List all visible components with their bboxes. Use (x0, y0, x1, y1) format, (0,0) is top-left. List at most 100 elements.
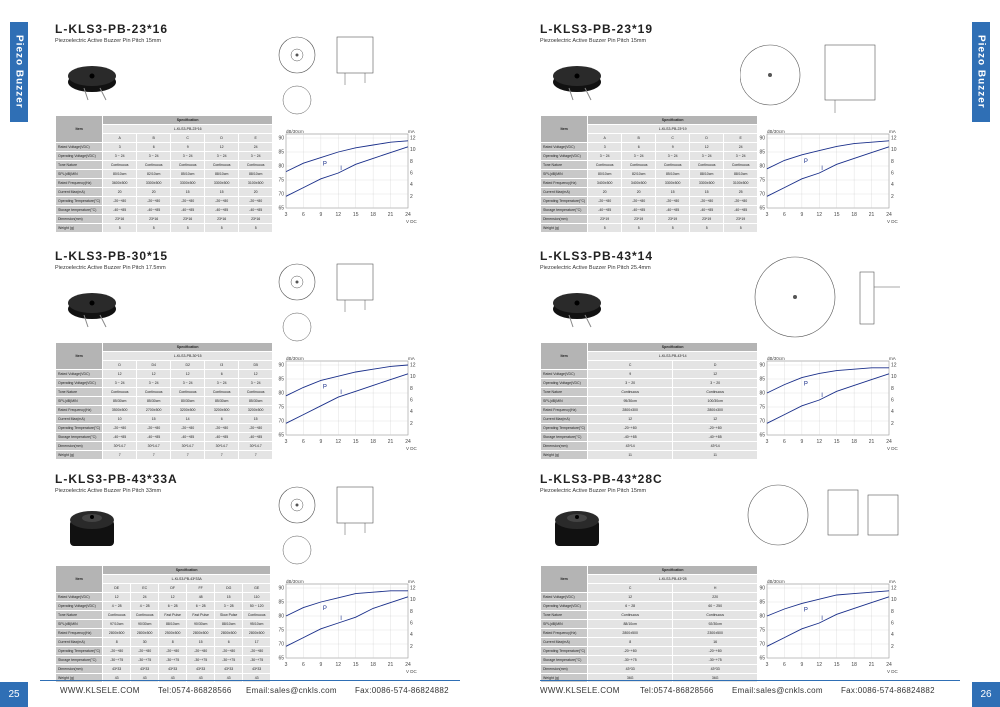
spec-cell: 23*19 (689, 214, 725, 224)
series-line-p (285, 590, 408, 617)
y-left-tick-label: 65 (759, 656, 765, 662)
spec-cell: Continuous (587, 160, 623, 170)
lead-pin (83, 314, 89, 328)
spec-cell: 15 (689, 187, 725, 197)
spec-cell: 12 (587, 592, 674, 602)
y-right-unit: mA (408, 129, 415, 134)
x-unit: V DC (887, 446, 899, 451)
spec-cell: Fast Pulse (186, 610, 216, 620)
spec-model: L-KLS3-PB-43*33A (102, 574, 272, 584)
lead-pin (83, 87, 89, 101)
spec-column-header: D (102, 360, 138, 370)
y-right-tick-label: 2 (891, 421, 894, 427)
y-left-tick-label: 75 (759, 405, 765, 411)
spec-cell: 3100±500 (238, 178, 274, 188)
spec-cell: 3400±500 (587, 178, 623, 188)
spec-cell: 15 (170, 187, 206, 197)
spec-cell: 43 (130, 673, 160, 683)
spec-cell: 15 (655, 187, 691, 197)
spec-cell: -40~+85 (204, 205, 240, 215)
spec-cell: Fast Pulse (158, 610, 188, 620)
dimension-drawing (754, 256, 900, 338)
spec-cell: 3 (102, 142, 138, 152)
spec-cell: 43 (242, 673, 272, 683)
spec-column-header: C (587, 360, 674, 370)
top-view-hole (295, 280, 299, 284)
spec-row-label: Storage temperature(°C) (539, 655, 589, 665)
spec-row-label: Storage temperature(°C) (54, 655, 104, 665)
y-left-tick-label: 80 (759, 614, 765, 620)
y-left-unit: dB/30cm (286, 129, 304, 134)
footer-email-left[interactable]: Email:sales@cnkls.com (246, 686, 337, 695)
spec-cell: 3 ~ 24 (170, 151, 206, 161)
top-view-outline (278, 486, 316, 524)
spec-item-header: Item (54, 342, 104, 370)
spec-cell: Continuous (204, 387, 240, 397)
spec-row-label: Rated Frequency(Hz) (539, 628, 589, 638)
footer-web-right[interactable]: WWW.KLSELE.COM (540, 686, 620, 695)
spec-cell: 3300±500 (204, 178, 240, 188)
y-left-tick-label: 70 (759, 192, 765, 198)
footer-rule-left (40, 680, 460, 681)
spec-cell: -20~+80 (102, 646, 132, 656)
spec-cell: 15 (214, 592, 244, 602)
spec-cell: Continuous (587, 610, 674, 620)
spec-cell: 88/10cm (204, 169, 240, 179)
spec-cell: 88/10cm (587, 619, 674, 629)
bottom-view-outline (282, 312, 312, 342)
spec-row-label: Weight (g) (54, 673, 104, 683)
footer-web-left[interactable]: WWW.KLSELE.COM (60, 686, 140, 695)
y-left-unit: dB/30cm (767, 129, 785, 134)
spec-row-label: Weight (g) (539, 673, 589, 683)
spec-cell: Continuous (242, 610, 272, 620)
spec-row-label: Current Max(mA) (539, 414, 589, 424)
spec-cell: 23*19 (655, 214, 691, 224)
spec-cell: Continuous (238, 387, 274, 397)
footer-email-right[interactable]: Email:sales@cnkls.com (732, 686, 823, 695)
top-view-outline (747, 484, 809, 546)
spec-cell: -30~+75 (130, 655, 160, 665)
y-right-tick-label: 12 (410, 586, 416, 592)
spec-cell: -40~+85 (136, 205, 172, 215)
spec-cell: 3 ~ 24 (204, 378, 240, 388)
product-title: L-KLS3-PB-30*15 (55, 249, 169, 263)
x-tick-label: 6 (302, 662, 305, 668)
x-tick-label: 9 (800, 439, 803, 445)
spec-cell: -20~+80 (130, 646, 160, 656)
spec-cell: 3 ~ 24 (655, 151, 691, 161)
spec-cell: -20~+80 (587, 423, 674, 433)
spec-cell: 23*16 (238, 214, 274, 224)
series-label-p: P (804, 607, 808, 613)
spec-cell: -20~+80 (672, 423, 759, 433)
spec-column-header: H (672, 583, 759, 593)
spec-cell: -40~+85 (672, 432, 759, 442)
y-left-tick-label: 70 (278, 192, 284, 198)
spec-cell: 12 (170, 369, 206, 379)
spec-cell: 90/30cm (130, 619, 160, 629)
spec-cell: 3 (587, 142, 623, 152)
x-tick-label: 12 (336, 439, 342, 445)
spec-cell: -20~+80 (158, 646, 188, 656)
top-view-hole (768, 73, 772, 77)
spec-cell: -20~+80 (186, 646, 216, 656)
spec-row-label: Rated Voltage(VDC) (539, 142, 589, 152)
spec-cell: 88/10cm (158, 619, 188, 629)
page-number-right: 26 (972, 682, 1000, 707)
y-right-tick-label: 10 (891, 374, 897, 380)
